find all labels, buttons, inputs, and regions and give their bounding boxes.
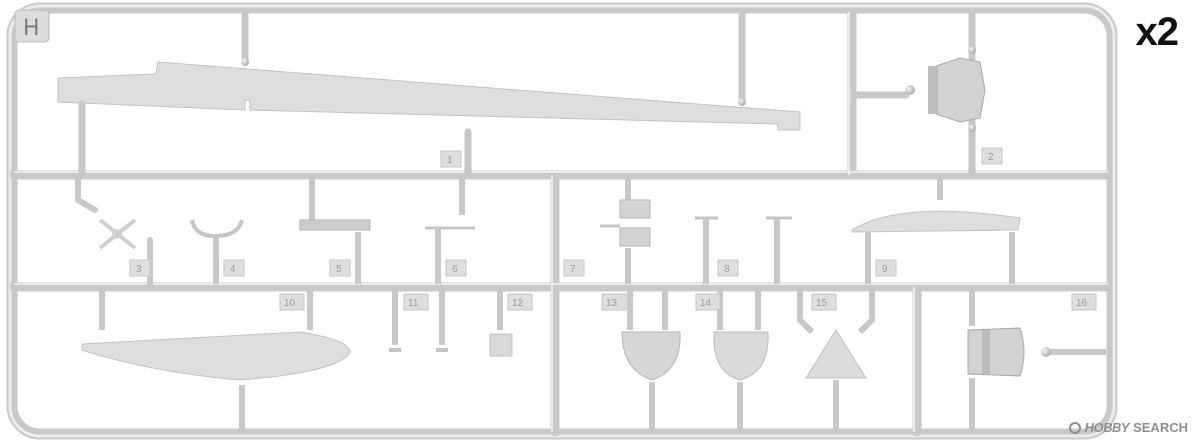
part-4-bracket <box>190 219 244 284</box>
watermark: HOBBY SEARCH <box>1068 420 1188 435</box>
watermark-brand: HOBBY <box>1084 420 1130 435</box>
part-tag-16: 16 <box>1071 293 1097 311</box>
watermark-word: SEARCH <box>1133 420 1188 435</box>
part-tag-6: 6 <box>445 259 467 277</box>
svg-text:1: 1 <box>447 155 453 166</box>
part-tag-9: 9 <box>875 259 897 277</box>
part-tag-10: 10 <box>279 293 305 311</box>
frame-letter: H <box>23 16 40 41</box>
part-tag-1: 1 <box>440 150 462 168</box>
part-16-cowling <box>967 290 1106 432</box>
quantity-multiplier: x2 <box>1135 10 1179 54</box>
part-5-rod <box>299 178 371 284</box>
svg-text:6: 6 <box>452 264 458 275</box>
part-tag-8: 8 <box>717 259 739 277</box>
part-tag-5: 5 <box>329 259 351 277</box>
part-12-block <box>489 290 513 357</box>
svg-text:4: 4 <box>230 264 236 275</box>
part-6-tpiece <box>425 178 475 284</box>
svg-text:10: 10 <box>284 298 296 309</box>
part-1-wing-panel <box>57 10 801 176</box>
part-tag-13: 13 <box>601 293 627 311</box>
svg-text:11: 11 <box>408 298 419 309</box>
part-tag-7: 7 <box>563 259 585 277</box>
svg-text:9: 9 <box>882 264 888 275</box>
svg-text:12: 12 <box>512 298 524 309</box>
svg-text:2: 2 <box>988 152 994 163</box>
part-tag-12: 12 <box>507 293 533 311</box>
outer-frame-highlight <box>8 4 1116 438</box>
svg-text:15: 15 <box>816 298 828 309</box>
part-13-fairing <box>621 290 681 432</box>
svg-text:16: 16 <box>1076 298 1088 309</box>
part-9-aileron <box>851 178 1021 284</box>
svg-text:13: 13 <box>606 298 618 309</box>
part-2-cowling <box>852 10 986 176</box>
part-8-tpieces <box>695 216 792 284</box>
part-tag-11: 11 <box>403 293 429 311</box>
svg-text:3: 3 <box>136 264 142 275</box>
part-11-pins <box>389 290 448 352</box>
part-14-fairing <box>713 290 769 432</box>
part-tag-15: 15 <box>811 293 837 311</box>
svg-text:14: 14 <box>700 298 712 309</box>
part-tag-3: 3 <box>129 259 151 277</box>
svg-text:8: 8 <box>724 264 730 275</box>
outer-frame <box>6 2 1118 440</box>
svg-text:7: 7 <box>570 264 576 275</box>
watermark-logo-icon <box>1068 421 1081 434</box>
svg-text:5: 5 <box>336 264 342 275</box>
part-tag-2: 2 <box>981 147 1003 165</box>
runner-highlights <box>14 12 1108 432</box>
part-15-fin <box>797 290 875 432</box>
part-tag-4: 4 <box>223 259 245 277</box>
part-10-tailplane <box>81 290 351 432</box>
frame-letter-tab: H <box>14 9 50 43</box>
part-7-hinge <box>600 178 651 284</box>
runners <box>9 7 1113 437</box>
part-tag-14: 14 <box>695 293 721 311</box>
